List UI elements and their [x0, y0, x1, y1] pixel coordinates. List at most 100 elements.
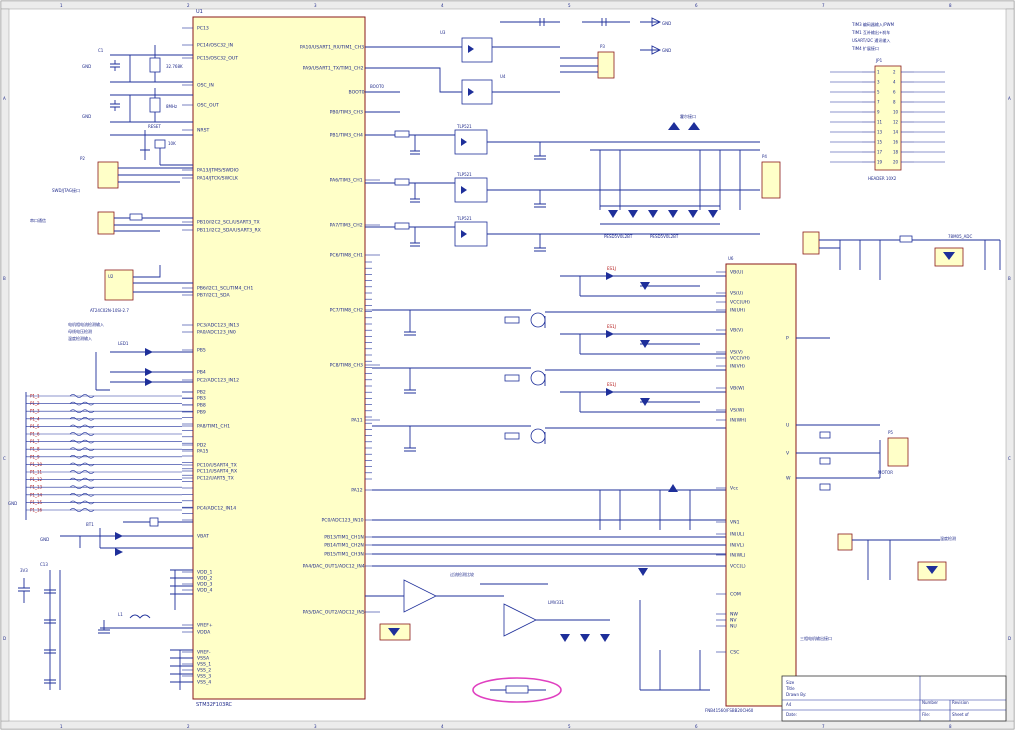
- temp-sense[interactable]: 温度检测: [837, 533, 956, 581]
- reset-circuit: RESET 10K: [110, 124, 193, 166]
- mcu-right-pin-label: PA10/USART1_RX/TIM1_CH3: [300, 45, 364, 51]
- power-input[interactable]: 78M05_ADC: [802, 231, 1001, 280]
- mcu-body[interactable]: [192, 16, 366, 700]
- power-module-pin-label: VS(V): [730, 350, 743, 356]
- mcu-left-pin-label: VDD_3: [197, 582, 213, 588]
- left-connector-bus[interactable]: P1_1P1_2P1_3P1_4P1_5P1_6P1_7P1_8P1_9P1_1…: [25, 392, 182, 520]
- power-module-pin-label: IN(VL): [730, 543, 744, 549]
- grid-col-label: 3: [314, 724, 317, 729]
- svg-text:HEADER 10X2: HEADER 10X2: [868, 176, 897, 181]
- mcu-left-pin-label: PC13: [197, 26, 209, 32]
- grid-row-label: A: [1008, 96, 1011, 101]
- svg-text:3V3: 3V3: [20, 568, 28, 573]
- bus-resistor: [69, 409, 95, 413]
- power-module-pin-label: VB(W): [730, 386, 745, 392]
- grid-row-label: C: [3, 456, 6, 461]
- svg-text:GND: GND: [82, 64, 91, 69]
- mcu-right-pin-label: PA6/TIM3_CH1: [330, 178, 363, 184]
- tvs-array: PESD5V0L2BT PESD5V0L2BT: [600, 205, 720, 239]
- bus-resistor: [69, 394, 95, 398]
- power-module-ref: U6: [728, 256, 734, 261]
- mcu-right-pin-label: PB1/TIM3_CH4: [330, 133, 363, 139]
- svg-text:PESD5V0L2BT: PESD5V0L2BT: [604, 234, 633, 239]
- motor-output[interactable]: P5 MOTOR 三相电机输出接口: [796, 337, 909, 641]
- swd-header[interactable]: P2 SWD/JTAG接口: [52, 156, 193, 193]
- hall-optocoupler[interactable]: [454, 129, 488, 155]
- mcu-part: STM32F103RC: [196, 702, 233, 708]
- mcu-left-pin-label: PC3/ADC123_IN13: [197, 323, 239, 329]
- svg-text:C1: C1: [98, 48, 104, 53]
- boot-header[interactable]: 串口通信: [30, 211, 193, 235]
- bus-resistor: [69, 417, 95, 421]
- svg-text:BOOT0: BOOT0: [370, 84, 384, 89]
- mcu-left-pin-label: PA8/TIM1_CH1: [197, 424, 230, 430]
- header-pin-number: 8: [893, 100, 896, 105]
- mcu-ref: U1: [196, 9, 203, 15]
- svg-text:U3: U3: [440, 30, 446, 35]
- grid-col-label: 3: [314, 3, 317, 8]
- header-pin-number: 10: [893, 110, 899, 115]
- grid-row-label: C: [1008, 456, 1011, 461]
- hall-optocoupler[interactable]: [454, 221, 488, 247]
- header-pin-number: 3: [877, 80, 880, 85]
- bus-resistor: [69, 432, 95, 436]
- gnd-symbols-left: GND GND GND GND: [8, 64, 91, 542]
- mcu-left-pin-label: VDDA: [197, 630, 211, 636]
- vbat-circuit: BT1: [60, 517, 193, 556]
- usart-connector[interactable]: P3: [560, 44, 615, 79]
- grid-row-label: B: [3, 276, 6, 281]
- hall-connector[interactable]: P4 霍尔接口: [680, 113, 781, 199]
- hall-optocoupler[interactable]: [454, 177, 488, 203]
- bus-resistor: [69, 462, 95, 467]
- eeprom[interactable]: U2 AT24C02N-10SI-2.7: [90, 265, 193, 313]
- grid-col-label: 4: [441, 3, 444, 8]
- mcu-right-pin-label: PC7/TIM8_CH2: [330, 308, 363, 314]
- bottom-grid-bar: [0, 720, 1015, 730]
- mcu-left-pin-label: PC10/USART4_TX: [197, 463, 237, 469]
- power-module-pin-label: IN(WH): [730, 418, 747, 424]
- resistor: [394, 178, 410, 186]
- power-module-part: FNB41560/FSBB20CH60: [705, 708, 754, 713]
- mcu-left-pin-label: PB9: [197, 410, 206, 416]
- mcu-left-pin-label: VDD_2: [197, 576, 213, 582]
- svg-text:P5: P5: [888, 430, 893, 435]
- mcu-left-pin-label: OSC_OUT: [197, 103, 219, 109]
- right-grid-bar: [1005, 8, 1015, 722]
- bus-resistor: [69, 508, 95, 512]
- svg-text:USART/I2C 通讯输入: USART/I2C 通讯输入: [852, 37, 890, 43]
- power-module-pin-label: VCC(UH): [730, 300, 750, 306]
- bus-resistor: [69, 485, 95, 489]
- mcu-left-pin-label: PB2: [197, 390, 206, 396]
- power-module-pin-label: CSC: [730, 650, 739, 656]
- svg-text:霍尔接口: 霍尔接口: [680, 113, 696, 119]
- mcu-right-pin-label: PC6/TIM8_CH1: [330, 253, 363, 259]
- power-module-pin-label: IN(UH): [730, 308, 745, 314]
- mcu-left-pin-label: VSS_3: [197, 674, 211, 680]
- title-field: Drawn By:: [786, 692, 806, 697]
- bus-resistor: [69, 401, 95, 406]
- usart-opto[interactable]: U3 U4: [365, 30, 560, 105]
- header-pin-number: 17: [877, 150, 883, 155]
- bus-resistor: [69, 500, 95, 505]
- mcu-right-pin-label: PA12: [351, 488, 363, 494]
- header-pin-number: 13: [877, 130, 883, 135]
- svg-text:32.768K: 32.768K: [166, 64, 183, 69]
- power-module-pin-label: NU: [730, 624, 737, 630]
- crystal-32k: C1 32.768K: [98, 45, 193, 83]
- mcu-left-pin-label: PB7/I2C1_SDA: [197, 293, 230, 299]
- mcu-left-pin-label: PC11/USART4_RX: [197, 469, 237, 475]
- svg-text:TLP521: TLP521: [456, 216, 472, 221]
- grid-col-label: 2: [187, 3, 190, 8]
- power-module-body[interactable]: [725, 263, 797, 707]
- grid-col-label: 6: [695, 724, 698, 729]
- svg-text:温度检测输入: 温度检测输入: [68, 335, 92, 341]
- grid-row-label: D: [3, 636, 6, 641]
- current-sense-opamp[interactable]: LMV331 过流检测比较: [365, 571, 610, 642]
- mcu-left-pin-label: VSS_4: [197, 680, 211, 686]
- mcu-left-pin-label: VDD_4: [197, 588, 213, 594]
- boot0-circuit: BOOT0: [365, 84, 400, 113]
